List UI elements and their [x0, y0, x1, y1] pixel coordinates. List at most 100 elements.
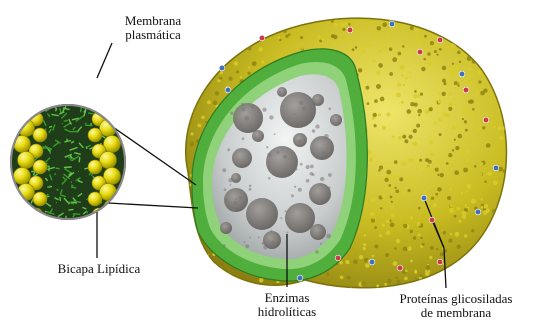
lipid-head-dot: [506, 95, 511, 100]
lipid-head-dot: [510, 145, 513, 148]
lipid-head-dot: [487, 281, 490, 284]
lipid-head-dot: [418, 207, 421, 210]
lipid-tail: [27, 218, 30, 222]
lipid-head-dot: [279, 39, 281, 41]
lipid-head-dot: [427, 186, 429, 188]
lipid-head-dot: [184, 174, 186, 176]
lipid-head-dot: [443, 113, 447, 117]
enzymes-label: Enzimas hidrolíticas: [240, 291, 334, 319]
lipid-head-dot: [419, 159, 422, 162]
lipid-head-dot: [471, 199, 476, 204]
lipid-head-dot: [450, 204, 454, 208]
bilayer-label-text: Bicapa Lipídica: [38, 262, 160, 276]
lipid-head-dot: [407, 246, 412, 251]
lipid-head-dot: [422, 243, 425, 246]
lipid-head-dot: [484, 204, 488, 208]
lipid-head-dot: [439, 48, 442, 51]
lipid-head-dot: [390, 222, 395, 227]
enzyme-granule: [309, 183, 331, 205]
lipid-tail: [79, 157, 80, 162]
lipid-head-dot: [376, 34, 379, 37]
lipid-head-dot: [270, 282, 275, 287]
lipid-head-dot: [462, 211, 467, 216]
lipid-tail: [62, 123, 63, 124]
lipid-head-dot: [489, 76, 492, 79]
lipid-head-dot: [334, 23, 338, 27]
lipid-head-dot: [347, 49, 349, 51]
glyco-label-line1: Proteínas glicosiladas: [382, 292, 530, 306]
lipid-head-dot: [429, 256, 432, 259]
lipid-head-dot: [452, 149, 454, 151]
lipid-head-dot: [483, 88, 487, 92]
lipid-head-dot: [478, 80, 481, 83]
enzyme-granule: [220, 222, 232, 234]
lipid-head-dot: [425, 158, 429, 162]
lipid-head-dot: [494, 222, 498, 226]
lipid-head-dot: [181, 61, 183, 63]
lipid-head-dot: [493, 67, 498, 72]
lipid-head-dot: [185, 220, 190, 225]
enzyme-speck: [328, 186, 331, 189]
enzyme-speck: [241, 103, 244, 106]
lipid-head-dot: [345, 38, 349, 42]
lipid-head-dot: [261, 61, 264, 64]
lipid-head-dot: [267, 22, 271, 26]
lipid-head-dot: [417, 163, 420, 166]
lipid-head-dot: [457, 51, 461, 55]
lipid-head-dot: [454, 232, 459, 237]
lipid-head-dot: [494, 26, 498, 30]
lipid-head-dot: [425, 169, 428, 172]
glycoprotein-dot: [389, 21, 395, 27]
lipid-head-dot: [505, 241, 509, 245]
lipid-head-dot: [477, 28, 480, 31]
lipid-head-dot: [453, 64, 456, 67]
lipid-head-dot: [428, 270, 430, 272]
lipid-head-dot: [460, 261, 463, 264]
lipid-head-dot: [436, 53, 438, 55]
enzyme-speck: [328, 173, 332, 177]
lipid-head-dot: [183, 278, 188, 283]
lipid-head-dot: [516, 228, 520, 232]
lipid-tail: [44, 215, 47, 218]
lipid-head-dot: [361, 45, 365, 49]
lipid-head-dot: [471, 273, 475, 277]
lipid-head-dot: [390, 196, 393, 199]
lipid-head-dot: [515, 233, 519, 237]
glycoprotein-dot: [483, 117, 489, 123]
enzyme-speck: [300, 163, 303, 166]
lipid-head-dot: [374, 244, 378, 248]
lipid-head-dot: [513, 149, 516, 152]
lipid-head-dot: [465, 79, 468, 82]
lipid-head-right: [88, 192, 102, 206]
lipid-tail: [86, 147, 87, 149]
lipid-head-dot: [434, 21, 437, 24]
lipid-head-dot: [448, 107, 452, 111]
lipid-head-dot: [333, 35, 337, 39]
lipid-head-dot: [491, 114, 494, 117]
lipid-head-dot: [392, 57, 397, 62]
glycoprotein-dot: [417, 49, 423, 55]
lipid-head-dot: [441, 283, 445, 287]
enzyme-speck: [306, 179, 310, 183]
lipid-head-dot: [326, 272, 329, 275]
lipid-head-dot: [501, 51, 504, 54]
enzyme-speck: [295, 168, 298, 171]
lipid-head-dot: [386, 112, 390, 116]
lipid-head-dot: [408, 174, 411, 177]
lipid-head-dot: [410, 230, 413, 233]
lipid-head-dot: [480, 26, 484, 30]
lipid-head-dot: [345, 22, 348, 25]
enzyme-speck: [266, 146, 268, 148]
enzyme-granule: [266, 146, 298, 178]
lipid-head-dot: [469, 167, 471, 169]
enzyme-speck: [322, 151, 327, 156]
lipid-head-dot: [405, 269, 408, 272]
enzyme-speck: [244, 116, 249, 121]
lipid-head-dot: [379, 234, 382, 237]
lipid-head-dot: [414, 188, 416, 190]
lipid-head-dot: [207, 42, 209, 44]
lipid-head-right: [88, 160, 102, 174]
lipid-head-dot: [454, 139, 456, 141]
lipid-tail: [64, 120, 68, 121]
